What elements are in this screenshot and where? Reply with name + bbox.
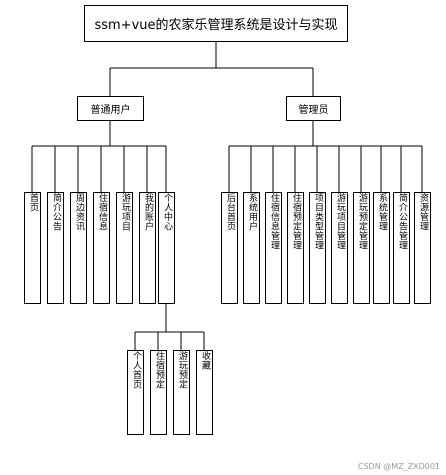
user-leaf-box: 游玩项目 xyxy=(116,192,133,304)
user-leaf-box: 周边资讯 xyxy=(70,192,87,304)
personal-sub-leaf-box: 游玩预定 xyxy=(173,350,190,435)
personal-sub-leaf-label: 收藏 xyxy=(200,351,210,370)
user-leaf-box: 简介公告 xyxy=(47,192,64,304)
user-leaf-label: 个人中心 xyxy=(162,193,172,231)
user-leaf-label: 首页 xyxy=(28,193,38,212)
admin-leaf-label: 项目类型管理 xyxy=(313,193,323,250)
root-title-box: ssm+vue的农家乐管理系统是设计与实现 xyxy=(84,5,348,42)
branch-user-box: 普通用户 xyxy=(77,96,144,121)
admin-leaf-box: 住宿预定管理 xyxy=(287,192,304,304)
personal-sub-leaf-box: 住宿预定 xyxy=(150,350,167,435)
admin-leaf-label: 系统用户 xyxy=(247,193,257,231)
user-leaf-box: 住宿信息 xyxy=(93,192,110,304)
admin-leaf-box: 游玩预定管理 xyxy=(353,192,370,304)
personal-sub-leaf-box: 个人首页 xyxy=(127,350,144,435)
user-leaf-label: 住宿信息 xyxy=(97,193,107,231)
admin-leaf-box: 系统管理 xyxy=(373,192,390,304)
admin-leaf-box: 资源管理 xyxy=(414,192,431,304)
personal-sub-leaf-label: 个人首页 xyxy=(131,351,141,389)
admin-leaf-label: 住宿预定管理 xyxy=(291,193,301,250)
personal-sub-leaf-box: 收藏 xyxy=(196,350,213,435)
admin-leaf-label: 游玩项目管理 xyxy=(335,193,345,250)
personal-sub-leaf-label: 游玩预定 xyxy=(177,351,187,389)
admin-leaf-label: 系统管理 xyxy=(377,193,387,231)
user-leaf-box: 个人中心 xyxy=(158,192,175,304)
admin-leaf-box: 游玩项目管理 xyxy=(331,192,348,304)
admin-leaf-box: 简介公告管理 xyxy=(393,192,410,304)
admin-leaf-box: 后台首页 xyxy=(221,192,238,304)
branch-admin-label: 管理员 xyxy=(298,105,329,116)
personal-sub-leaf-label: 住宿预定 xyxy=(154,351,164,389)
admin-leaf-box: 项目类型管理 xyxy=(309,192,326,304)
user-leaf-label: 周边资讯 xyxy=(74,193,84,231)
branch-user-label: 普通用户 xyxy=(90,105,131,116)
user-leaf-label: 简介公告 xyxy=(51,193,61,231)
admin-leaf-label: 住宿信息管理 xyxy=(269,193,279,250)
user-leaf-box: 我的账户 xyxy=(139,192,156,304)
admin-leaf-box: 系统用户 xyxy=(243,192,260,304)
admin-leaf-box: 住宿信息管理 xyxy=(265,192,282,304)
user-leaf-label: 我的账户 xyxy=(143,193,153,231)
admin-leaf-label: 资源管理 xyxy=(418,193,428,231)
watermark: CSDN @MZ_ZXD001 xyxy=(357,462,440,471)
admin-leaf-label: 简介公告管理 xyxy=(397,193,407,250)
root-title: ssm+vue的农家乐管理系统是设计与实现 xyxy=(94,18,338,33)
user-leaf-box: 首页 xyxy=(24,192,41,304)
admin-leaf-label: 游玩预定管理 xyxy=(357,193,367,250)
user-leaf-label: 游玩项目 xyxy=(120,193,130,231)
admin-leaf-label: 后台首页 xyxy=(225,193,235,231)
branch-admin-box: 管理员 xyxy=(286,96,341,121)
